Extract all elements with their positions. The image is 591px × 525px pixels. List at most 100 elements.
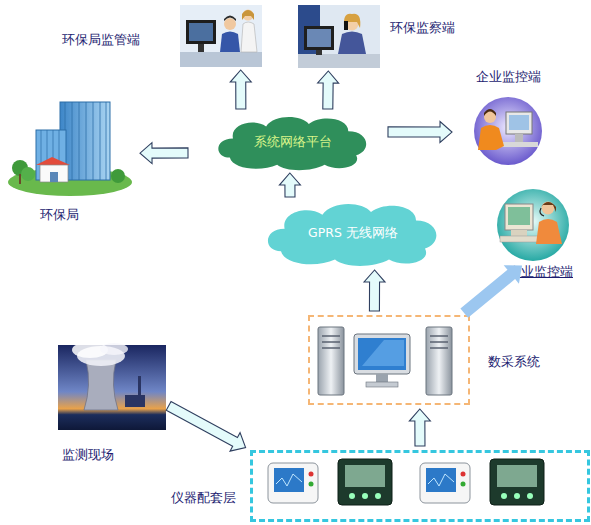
server-picture-part bbox=[426, 327, 452, 395]
building-picture-part bbox=[50, 172, 58, 182]
office-picture-part bbox=[304, 26, 334, 50]
instrument-picture-part bbox=[514, 493, 520, 499]
office-picture-part bbox=[220, 32, 240, 53]
instrument-picture bbox=[268, 459, 544, 505]
operator-picture-part bbox=[506, 112, 532, 134]
instrument-picture-part bbox=[338, 459, 392, 505]
node-label: 环保监察端 bbox=[390, 20, 455, 35]
flow-arrow bbox=[279, 173, 300, 197]
instrument-group: 仪器配套层 bbox=[250, 450, 590, 522]
instrument-picture-part bbox=[349, 493, 355, 499]
building-picture-part bbox=[111, 169, 125, 183]
terminal-box: 环保局监管端 bbox=[180, 5, 262, 67]
office-picture-part bbox=[189, 23, 213, 41]
node-label: 环保局监管端 bbox=[62, 32, 140, 47]
instrument-picture-part bbox=[276, 474, 302, 486]
instrument-picture-part bbox=[501, 493, 507, 499]
node-label: 企业监控端 bbox=[476, 69, 541, 84]
building-picture-part bbox=[36, 157, 70, 165]
operator-picture-part bbox=[505, 204, 533, 230]
office-picture-part bbox=[198, 44, 204, 52]
instrument-picture-part bbox=[274, 468, 304, 492]
office-picture-part bbox=[180, 5, 262, 67]
instrument-picture-part bbox=[426, 468, 456, 492]
building-picture-part bbox=[65, 102, 106, 180]
office-picture-part bbox=[307, 29, 331, 47]
office-picture bbox=[298, 5, 380, 68]
operator-picture-part bbox=[484, 109, 496, 116]
server-picture-part bbox=[318, 327, 344, 395]
terminal-box: 企业监控端 bbox=[470, 95, 545, 165]
building-picture-part bbox=[19, 174, 21, 184]
operator-picture bbox=[497, 189, 569, 261]
operator-picture-part bbox=[509, 115, 529, 130]
cloud-outline bbox=[268, 204, 436, 266]
server-picture-part bbox=[322, 336, 340, 348]
office-picture-part bbox=[241, 22, 257, 52]
site-box: 监测现场 bbox=[58, 345, 166, 430]
instrument-picture-part bbox=[497, 465, 537, 487]
node-label: 监测现场 bbox=[62, 447, 114, 462]
instrument-picture-part bbox=[375, 493, 381, 499]
operator-picture-part bbox=[497, 189, 569, 261]
office-picture-part bbox=[298, 54, 380, 68]
operator-picture-part bbox=[536, 219, 562, 244]
flow-arrow bbox=[460, 265, 522, 318]
bureau-box: 环保局 bbox=[10, 100, 130, 195]
power-plant-picture-part bbox=[84, 360, 118, 410]
node-label: 仪器配套层 bbox=[171, 490, 236, 505]
power-plant-picture bbox=[58, 342, 166, 430]
operator-picture-part bbox=[511, 230, 527, 236]
terminal-box: 环保监察端 bbox=[298, 5, 380, 68]
operator-picture-part bbox=[508, 207, 530, 225]
server-picture-part bbox=[362, 340, 404, 366]
office-picture-part bbox=[180, 52, 262, 67]
power-plant-picture-part bbox=[138, 376, 141, 396]
network-cloud: 系统网络平台 bbox=[214, 112, 372, 172]
system-group: 数采系统 bbox=[308, 315, 470, 405]
power-plant-picture-part bbox=[100, 343, 128, 355]
instrument-picture-part bbox=[490, 459, 544, 505]
instrument-picture-part bbox=[527, 493, 533, 499]
office-picture-part bbox=[243, 10, 254, 21]
operator-picture-part bbox=[500, 236, 540, 242]
instrument-picture-part bbox=[461, 482, 466, 487]
flow-arrow bbox=[230, 70, 251, 109]
office-picture-part bbox=[344, 21, 348, 30]
instrument-picture-part bbox=[268, 463, 318, 503]
power-plant-picture-part bbox=[58, 345, 166, 430]
instrument-picture-part bbox=[309, 482, 314, 487]
office-picture-part bbox=[224, 18, 236, 30]
operator-picture-part bbox=[474, 97, 542, 165]
node-label: GPRS 无线网络 bbox=[308, 225, 398, 242]
operator-picture-part bbox=[498, 142, 538, 147]
server-picture-part bbox=[376, 374, 388, 382]
office-picture-part bbox=[298, 5, 380, 68]
network-cloud: GPRS 无线网络 bbox=[263, 198, 443, 268]
flow-arrow bbox=[388, 122, 452, 143]
node-label: 环保局 bbox=[40, 207, 79, 222]
operator-picture-part bbox=[541, 202, 556, 212]
office-picture bbox=[180, 5, 262, 67]
operator-picture-part bbox=[515, 134, 523, 142]
flow-arrow bbox=[364, 270, 385, 311]
instrument-picture-part bbox=[345, 465, 385, 487]
cloud-outline bbox=[218, 117, 366, 170]
operator-picture-part bbox=[478, 125, 504, 150]
building-picture-part bbox=[40, 165, 68, 182]
node-label: 系统网络平台 bbox=[254, 134, 332, 151]
operator-picture bbox=[474, 97, 542, 165]
instrument-picture-part bbox=[428, 474, 454, 486]
server-picture-part bbox=[366, 382, 398, 387]
flow-arrow bbox=[140, 143, 188, 164]
server-picture-part bbox=[354, 334, 410, 374]
flow-arrow bbox=[318, 71, 339, 109]
building-picture bbox=[8, 102, 132, 196]
instrument-picture-part bbox=[461, 472, 466, 477]
operator-picture-part bbox=[540, 208, 544, 216]
instrument-picture-part bbox=[309, 472, 314, 477]
node-label: 企业监控端 bbox=[508, 264, 573, 279]
flow-arrow bbox=[166, 402, 245, 452]
building-picture-part bbox=[21, 167, 35, 181]
